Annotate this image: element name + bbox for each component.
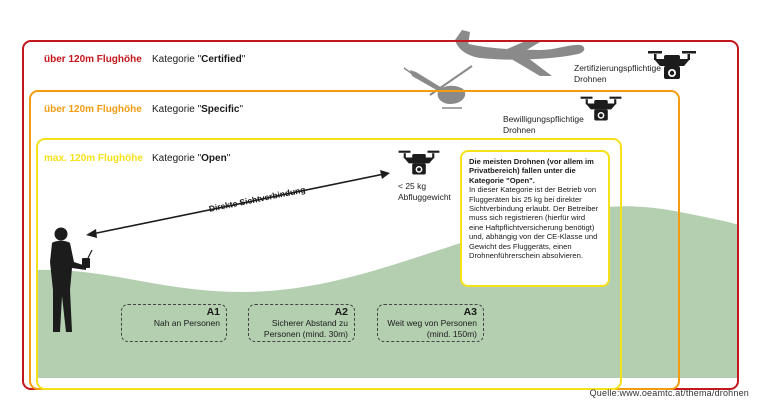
infobox-headline: Die meisten Drohnen (vor allem im Privat… <box>469 157 594 185</box>
category-open-frame <box>36 138 622 390</box>
drone-specific-icon <box>580 96 622 121</box>
infobox-body: In dieser Kategorie ist der Betrieb von … <box>469 185 599 261</box>
zone-a3: A3 Weit weg von Personen(mind. 150m) <box>377 304 484 342</box>
specific-category-title: Kategorie "Specific" <box>152 104 244 115</box>
drone-certified-icon <box>648 51 696 79</box>
line-of-sight-arrow <box>86 170 390 238</box>
certified-height-label: über 120m Flughöhe <box>44 54 142 65</box>
specific-height-label: über 120m Flughöhe <box>44 104 142 115</box>
open-height-label: max. 120m Flughöhe <box>44 153 143 164</box>
pilot-silhouette-icon <box>50 227 93 332</box>
zone-a1: A1 Nah an Personen <box>121 304 227 342</box>
open-category-infobox: Die meisten Drohnen (vor allem im Privat… <box>460 150 610 287</box>
source-credit: Quelle:www.oeamtc.at/thema/drohnen <box>589 388 749 398</box>
certified-category-title: Kategorie "Certified" <box>152 54 246 65</box>
airplane-icon <box>455 30 585 76</box>
open-category-title: Kategorie "Open" <box>152 153 231 164</box>
drone-open-icon <box>398 150 440 175</box>
